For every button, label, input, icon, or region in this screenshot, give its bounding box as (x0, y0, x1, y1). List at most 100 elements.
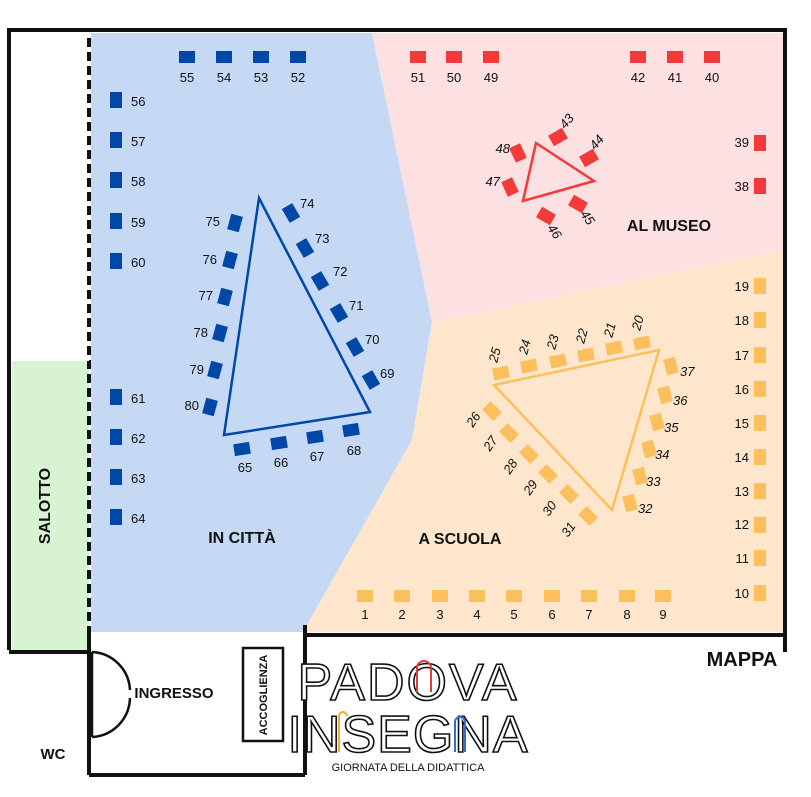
table-38-marker (754, 178, 766, 194)
table-43-marker (548, 127, 568, 147)
table-10-marker (754, 585, 766, 601)
table-25-marker (491, 365, 511, 381)
logo-accent-blue (454, 716, 466, 752)
table-39-label: 39 (735, 135, 749, 150)
table-58-marker (110, 172, 122, 188)
table-70-label: 70 (365, 332, 379, 347)
table-26-marker (482, 401, 502, 421)
table-54-marker (216, 51, 232, 63)
table-41-label: 41 (668, 70, 682, 85)
table-71-marker (329, 303, 349, 323)
scuola-triangle (491, 348, 661, 513)
accoglienza-desk (241, 646, 285, 743)
table-11-label: 11 (736, 551, 750, 566)
table-68-label: 68 (347, 443, 361, 458)
table-75-marker (227, 213, 243, 233)
table-57-label: 57 (131, 134, 145, 149)
table-72-marker (310, 271, 330, 291)
table-78-label: 78 (194, 325, 208, 340)
table-1-marker (357, 590, 373, 602)
table-35-marker (649, 412, 665, 432)
table-4-label: 4 (473, 607, 480, 622)
table-48-marker (509, 143, 527, 163)
wc-label: WC (41, 746, 66, 763)
table-14-marker (754, 449, 766, 465)
table-63-label: 63 (131, 471, 145, 486)
outer-wall (7, 28, 787, 652)
table-34-marker (641, 439, 657, 459)
table-33-label: 33 (646, 474, 661, 489)
logo-line2: INSEGNA (287, 706, 528, 764)
table-20-marker (632, 335, 652, 351)
table-2-label: 2 (398, 607, 405, 622)
table-11-marker (754, 550, 766, 566)
table-30-marker (559, 484, 579, 504)
table-51-marker (410, 51, 426, 63)
table-21-marker (604, 340, 624, 356)
table-62-label: 62 (131, 431, 145, 446)
citta-triangle (222, 193, 372, 437)
table-1-label: 1 (361, 607, 368, 622)
table-8-label: 8 (623, 607, 630, 622)
table-60-label: 60 (131, 255, 145, 270)
table-70-marker (345, 337, 365, 357)
table-20-label: 20 (628, 313, 647, 333)
table-31-marker (578, 506, 598, 526)
museo-triangle (521, 140, 597, 203)
table-27-marker (499, 423, 519, 443)
table-15-marker (754, 415, 766, 431)
table-37-label: 37 (680, 364, 695, 379)
table-55-label: 55 (180, 70, 194, 85)
zone-scuola-area (303, 250, 785, 632)
table-72-label: 72 (333, 264, 347, 279)
logo-accent-red (416, 660, 432, 692)
table-33-marker (632, 466, 648, 486)
table-59-label: 59 (131, 215, 145, 230)
table-64-marker (110, 509, 122, 525)
table-40-marker (704, 51, 720, 63)
table-32-label: 32 (638, 501, 653, 516)
table-79-marker (207, 360, 223, 380)
table-61-marker (110, 389, 122, 405)
table-7-label: 7 (585, 607, 592, 622)
table-42-marker (630, 51, 646, 63)
table-2-marker (394, 590, 410, 602)
table-8-marker (619, 590, 635, 602)
table-16-label: 16 (735, 382, 749, 397)
table-79-label: 79 (190, 362, 204, 377)
table-23-label: 23 (543, 332, 562, 352)
table-15-label: 15 (735, 416, 749, 431)
table-31-label: 31 (558, 519, 579, 539)
table-13-label: 13 (735, 484, 749, 499)
zone-museo-area (372, 33, 785, 322)
zone-salotto-area (12, 360, 89, 650)
table-9-marker (655, 590, 671, 602)
table-24-label: 24 (515, 338, 533, 357)
table-80-label: 80 (185, 398, 199, 413)
table-65-label: 65 (238, 460, 252, 475)
table-50-label: 50 (447, 70, 461, 85)
table-29-label: 29 (519, 477, 540, 498)
table-28-marker (519, 444, 539, 464)
table-69-marker (361, 370, 381, 390)
table-74-label: 74 (300, 196, 314, 211)
table-24-marker (519, 358, 539, 374)
table-73-marker (295, 238, 315, 258)
table-80-marker (202, 397, 218, 417)
zone-label-museo: AL MUSEO (627, 218, 711, 235)
table-52-label: 52 (291, 70, 305, 85)
table-4-marker (469, 590, 485, 602)
zone-citta-area (91, 33, 432, 632)
table-52-marker (290, 51, 306, 63)
table-36-label: 36 (673, 393, 688, 408)
table-21-label: 21 (600, 321, 618, 340)
table-6-marker (544, 590, 560, 602)
table-47-label: 47 (486, 174, 501, 189)
table-5-label: 5 (510, 607, 517, 622)
zone-label-salotto: SALOTTO (37, 468, 54, 544)
table-34-label: 34 (655, 447, 669, 462)
table-45-marker (568, 194, 588, 214)
table-68-marker (342, 422, 360, 438)
table-78-marker (212, 323, 228, 343)
table-49-label: 49 (484, 70, 498, 85)
